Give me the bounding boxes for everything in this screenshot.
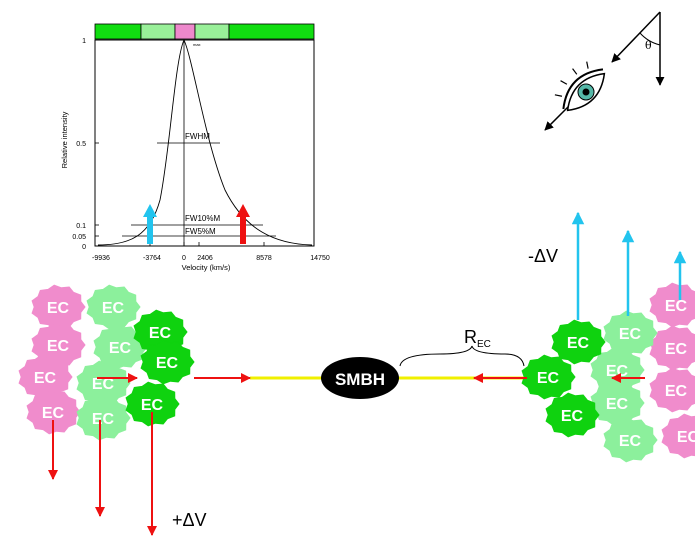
ec-cloud-label: EC [141,397,164,414]
x-tick-4: 2406 [197,255,213,262]
ec-cloud-label: EC [665,383,688,400]
ec-cloud: EC [661,413,695,459]
ec-cloud: EC [140,339,195,385]
r-ec-label: REC [464,327,491,350]
ec-cloud: EC [649,282,695,328]
fw10-label: FW10%M [185,214,220,223]
y-axis-label: Relative intensity [60,111,69,168]
ec-cloud: EC [603,417,658,463]
ec-cloud-label: EC [42,405,65,422]
x-axis-label: Velocity (km/s) [182,263,231,272]
ec-cloud-label: EC [665,298,688,315]
ec-cloud: EC [125,381,180,427]
y-tick-0.05: 0.05 [72,234,86,241]
ec-cloud: EC [545,392,600,438]
line-profile-panel: FWHM FW10%M FW5%M max 1 0.5 0.1 0.05 0 -… [60,23,330,272]
ec-cloud-label: EC [567,335,590,352]
x-tick-3: 0 [182,255,186,262]
ec-cloud: EC [31,284,86,330]
ec-cloud: EC [86,284,141,330]
ec-cloud: EC [76,395,131,441]
fw5-label: FW5%M [185,227,216,236]
eye-icon [554,61,606,112]
ec-cloud-label: EC [665,341,688,358]
red-shift-arrow [236,204,250,244]
ec-cloud: EC [603,310,658,356]
angle-arc [639,32,661,46]
ec-cloud-label: EC [677,429,695,446]
x-tick-2: -3764 [143,255,161,262]
emission-color-bar [94,23,315,40]
left-cloud-cluster: EC EC EC EC EC EC EC EC EC EC EC [18,284,195,441]
x-tick-1: -9936 [92,255,110,262]
ec-cloud-label: EC [47,300,70,317]
ec-cloud: EC [590,380,645,426]
observer-geometry: θ [544,11,665,131]
fwhm-label: FWHM [185,132,210,141]
ec-cloud: EC [26,389,81,435]
y-tick-0: 0 [82,244,86,251]
smbh: SMBH [321,357,399,399]
ec-cloud: EC [649,367,695,413]
ec-cloud-label: EC [149,325,172,342]
ec-cloud: EC [649,325,695,371]
y-tick-0.5: 0.5 [76,141,86,148]
ec-cloud: EC [18,354,73,400]
y-tick-1: 1 [82,38,86,45]
ec-cloud-label: EC [537,370,560,387]
ec-cloud-label: EC [47,338,70,355]
line-of-sight-line [611,11,661,63]
ec-cloud-label: EC [606,396,629,413]
ec-cloud: EC [551,319,606,365]
ec-cloud-label: EC [561,408,584,425]
plus-delta-v-label: +ΔV [172,510,207,530]
minus-delta-v-label: -ΔV [528,246,558,266]
blue-shift-arrow [143,204,157,244]
ec-cloud-label: EC [619,326,642,343]
ec-cloud: EC [31,322,86,368]
y-tick-0.1: 0.1 [76,223,86,230]
peak-marker-label: max [193,42,201,47]
smbh-label: SMBH [335,370,385,389]
angle-theta: θ [645,39,652,52]
ec-cloud: EC [93,324,148,370]
ec-cloud: EC [521,354,576,400]
ec-cloud-label: EC [102,300,125,317]
ec-cloud-label: EC [34,370,57,387]
ec-cloud-label: EC [109,340,132,357]
ec-cloud-label: EC [92,411,115,428]
ec-cloud-label: EC [156,355,179,372]
ec-cloud-label: EC [619,433,642,450]
r-ec-brace [399,345,525,367]
x-tick-6: 14750 [310,255,330,262]
ec-cloud-label: EC [92,376,115,393]
x-tick-5: 8578 [256,255,272,262]
